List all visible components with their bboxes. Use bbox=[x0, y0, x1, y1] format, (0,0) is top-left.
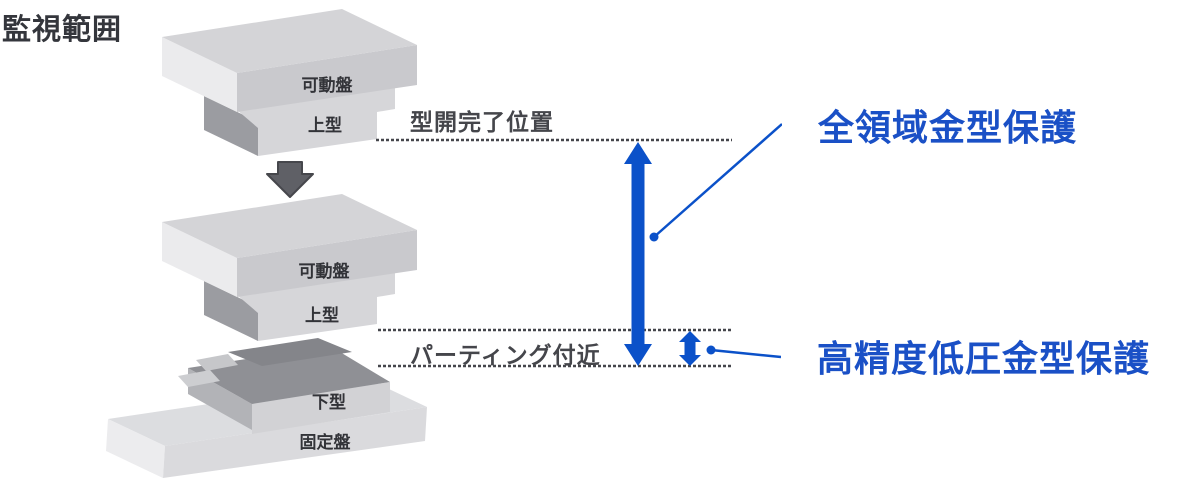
fixed-platen-left-face bbox=[106, 419, 165, 478]
lower-mold-shape bbox=[178, 338, 390, 434]
lower-assembly-upper-mold-shape bbox=[204, 271, 395, 341]
lower-mold-parting-face bbox=[188, 346, 390, 404]
diagram-title: 監視範囲 bbox=[2, 14, 123, 46]
label-upper-mold-upper: 上型 bbox=[308, 116, 342, 135]
connector-line-high-precision bbox=[710, 348, 782, 359]
high-precision-double-arrow-icon bbox=[679, 331, 701, 366]
down-block-arrow-icon bbox=[266, 161, 314, 198]
lower-mold-front-face bbox=[252, 382, 390, 434]
lower-assembly-movable-platen-shape bbox=[162, 194, 417, 297]
note-text-full-range: 全領域金型保護 bbox=[818, 107, 1078, 148]
connector-dot-full-range bbox=[649, 232, 659, 242]
upper-assembly-movable-platen-shape bbox=[162, 9, 417, 112]
connector-line-full-range bbox=[653, 123, 783, 238]
label-movable-platen-lower: 可動盤 bbox=[298, 262, 350, 281]
movable-platen-right-face bbox=[237, 45, 417, 112]
movable-platen-right-face bbox=[237, 230, 417, 297]
note-box-high-precision: 高精度低圧金型保護 bbox=[781, 313, 1200, 399]
upper-mold-right-face bbox=[237, 271, 395, 341]
note-box-full-range: 全領域金型保護 bbox=[782, 82, 1200, 168]
label-upper-mold-lower: 上型 bbox=[305, 306, 339, 325]
upper-mold-left-face bbox=[204, 96, 258, 156]
label-near-parting: パーティング付近 bbox=[410, 342, 601, 368]
fixed-platen-front-face bbox=[163, 407, 427, 478]
connector-dot-high-precision bbox=[706, 345, 716, 355]
label-mold-open-complete-position: 型開完了位置 bbox=[410, 109, 554, 135]
label-fixed-platen: 固定盤 bbox=[299, 433, 351, 452]
movable-platen-front-face bbox=[162, 222, 237, 297]
upper-assembly-upper-mold-shape bbox=[204, 86, 395, 156]
lower-mold-step-face bbox=[178, 370, 220, 387]
label-movable-platen-upper: 可動盤 bbox=[301, 76, 353, 95]
upper-mold-right-face bbox=[237, 86, 395, 156]
lower-mold-step-face bbox=[196, 354, 238, 371]
movable-platen-top-face bbox=[162, 9, 417, 73]
note-text-high-precision: 高精度低圧金型保護 bbox=[817, 338, 1151, 379]
label-lower-mold: 下型 bbox=[312, 393, 346, 412]
lower-mold-body-top-face bbox=[228, 338, 352, 366]
movable-platen-top-face bbox=[162, 194, 417, 258]
upper-mold-left-face bbox=[204, 281, 258, 341]
movable-platen-front-face bbox=[162, 37, 237, 112]
full-range-double-arrow-icon bbox=[624, 142, 652, 366]
